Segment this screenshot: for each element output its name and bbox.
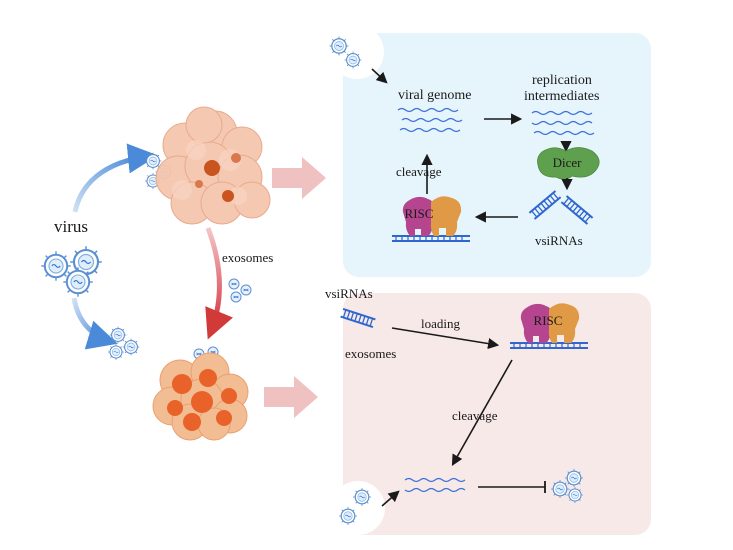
entry-arrow-top: [371, 68, 388, 84]
risc-label-top: RISC: [405, 206, 434, 221]
replication-label-line2: intermediates: [524, 89, 599, 104]
loading-arrow: [391, 327, 500, 350]
virus-label: virus: [54, 217, 88, 236]
dicer-enzyme: [537, 147, 600, 180]
virus-icon: [107, 326, 140, 361]
cleavage-label-bottom: cleavage: [452, 408, 498, 423]
top-panel: [343, 33, 651, 277]
exosomes-label-left: exosomes: [222, 250, 273, 265]
infected-cell-cluster: [155, 106, 271, 225]
infection-arrow-bottom: [71, 297, 118, 350]
risc-cleavage-arrow-bottom: [451, 359, 513, 466]
risc-complex-top: [392, 196, 470, 242]
loading-label: loading: [421, 316, 460, 331]
exosomes-label-bottom: exosomes: [345, 346, 396, 361]
viral-genome-label: viral genome: [398, 88, 471, 103]
replication-label: replication intermediates: [524, 73, 599, 104]
risc-complex-bottom: [510, 303, 588, 349]
entry-circle-bottom: [331, 481, 385, 535]
cleavage-label-top: cleavage: [396, 164, 442, 179]
inhibition-line: [478, 481, 546, 493]
big-arrow-bottom: [264, 376, 318, 418]
big-arrow-top: [272, 157, 326, 199]
entry-arrow-bottom: [381, 490, 400, 507]
recipient-cell-cluster: [152, 352, 249, 441]
dicer-label: Dicer: [553, 155, 583, 170]
virus-cluster-icon: [40, 245, 103, 298]
infection-arrow-top: [72, 143, 158, 213]
replication-label-line1: replication: [532, 73, 592, 88]
vsirnas-label-top: vsiRNAs: [535, 233, 583, 248]
exosome-icon: [228, 278, 252, 303]
risc-label-bottom: RISC: [534, 313, 563, 328]
vsirnas-label-bottom: vsiRNAs: [325, 286, 373, 301]
exosome-transfer-arrow: [205, 227, 234, 340]
entry-circle-top: [330, 25, 384, 79]
